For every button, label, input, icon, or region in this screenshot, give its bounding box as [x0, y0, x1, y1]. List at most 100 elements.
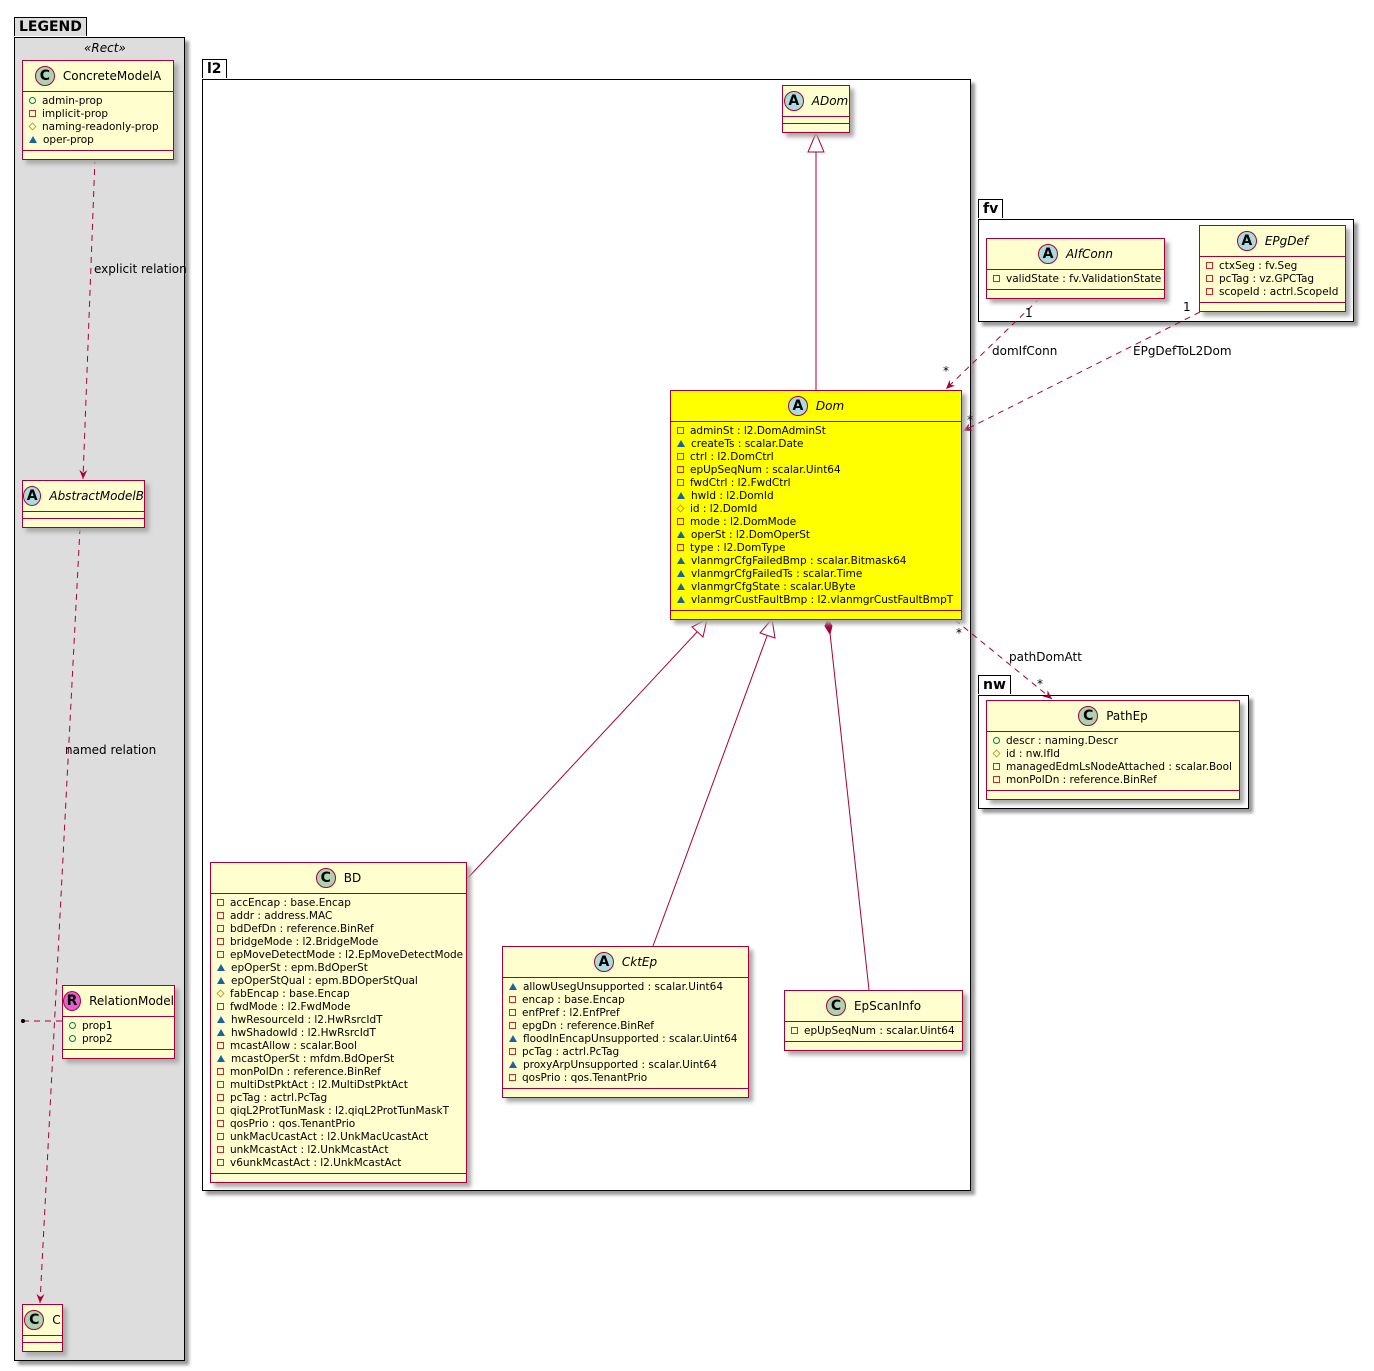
- abstract-icon: A: [1038, 244, 1059, 264]
- class-name: ConcreteModelA: [62, 69, 162, 83]
- private-visibility-icon: [993, 776, 1000, 783]
- attribute-row: managedEdmLsNodeAttached : scalar.Bool: [993, 761, 1233, 774]
- attribute-row: ctrl : l2.DomCtrl: [677, 451, 955, 464]
- attribute-row: bdDefDn : reference.BinRef: [217, 923, 460, 936]
- private-visibility-icon: [217, 1081, 224, 1088]
- attribute-row: epUpSeqNum : scalar.Uint64: [791, 1025, 956, 1038]
- attribute-row: mode : l2.DomMode: [677, 516, 955, 529]
- attribute-text: naming-readonly-prop: [42, 121, 159, 133]
- class-epscaninfo[interactable]: C EpScanInfo epUpSeqNum : scalar.Uint64: [784, 990, 963, 1051]
- package-visibility-icon: [677, 570, 685, 577]
- attribute-text: epOperSt : epm.BdOperSt: [231, 962, 368, 974]
- private-visibility-icon: [791, 1027, 798, 1034]
- package-visibility-icon: [677, 557, 685, 564]
- attribute-text: mcastOperSt : mfdm.BdOperSt: [231, 1053, 395, 1065]
- class-icon: C: [315, 868, 336, 888]
- private-visibility-icon: [217, 1003, 224, 1010]
- attribute-row: vlanmgrCfgFailedTs : scalar.Time: [677, 568, 955, 581]
- attribute-text: operSt : l2.DomOperSt: [691, 529, 811, 541]
- attribute-text: ctrl : l2.DomCtrl: [690, 451, 774, 463]
- attribute-text: vlanmgrCfgState : scalar.UByte: [691, 581, 856, 593]
- private-visibility-icon: [217, 912, 224, 919]
- attribute-row: validState : fv.ValidationState: [993, 273, 1161, 286]
- package-visibility-icon: [677, 440, 685, 447]
- attribute-text: enfPref : l2.EnfPref: [522, 1007, 620, 1019]
- attribute-text: qosPrio : qos.TenantPrio: [522, 1072, 648, 1084]
- attribute-row: admin-prop: [29, 95, 167, 108]
- attribute-row: allowUsegUnsupported : scalar.Uint64: [509, 981, 742, 994]
- private-visibility-icon: [509, 1048, 516, 1055]
- class-icon: C: [825, 996, 846, 1016]
- private-visibility-icon: [217, 1120, 224, 1127]
- protected-visibility-icon: [216, 989, 225, 998]
- class-name: Dom: [815, 399, 845, 413]
- edge-cktep-dom: [652, 635, 768, 947]
- private-visibility-icon: [217, 1133, 224, 1140]
- attribute-row: mcastOperSt : mfdm.BdOperSt: [217, 1053, 460, 1066]
- private-visibility-icon: [29, 110, 36, 117]
- class-name: AIfConn: [1066, 247, 1113, 261]
- attribute-text: floodInEncapUnsupported : scalar.Uint64: [523, 1033, 738, 1045]
- attribute-text: proxyArpUnsupported : scalar.Uint64: [523, 1059, 717, 1071]
- fv-package-tab: fv: [978, 199, 1004, 218]
- mult-epgdef-to: *: [967, 413, 973, 427]
- methods-compartment: [23, 519, 144, 527]
- attribute-text: vlanmgrCustFaultBmp : l2.vlanmgrCustFaul…: [691, 594, 954, 606]
- attribute-text: pcTag : actrl.PcTag: [522, 1046, 620, 1058]
- package-visibility-icon: [217, 977, 225, 984]
- public-visibility-icon: [69, 1035, 76, 1042]
- private-visibility-icon: [217, 1068, 224, 1075]
- attribute-row: proxyArpUnsupported : scalar.Uint64: [509, 1059, 742, 1072]
- attribute-text: multiDstPktAct : l2.MultiDstPktAct: [230, 1079, 408, 1091]
- private-visibility-icon: [217, 951, 224, 958]
- abstract-icon: A: [787, 396, 808, 416]
- methods-compartment: [1200, 303, 1345, 311]
- attribute-text: descr : naming.Descr: [1006, 735, 1118, 747]
- package-visibility-icon: [677, 596, 685, 603]
- attribute-row: unkMcastAct : l2.UnkMcastAct: [217, 1144, 460, 1157]
- attribute-row: scopeId : actrl.ScopeId: [1206, 286, 1339, 299]
- attribute-text: vlanmgrCfgFailedBmp : scalar.Bitmask64: [691, 555, 907, 567]
- attribute-row: monPolDn : reference.BinRef: [217, 1066, 460, 1079]
- private-visibility-icon: [217, 1146, 224, 1153]
- composition-diamond: [824, 617, 833, 636]
- attribute-list: [23, 512, 144, 519]
- package-visibility-icon: [509, 1061, 517, 1068]
- attribute-text: epUpSeqNum : scalar.Uint64: [804, 1025, 955, 1037]
- attribute-text: hwResourceId : l2.HwRsrcIdT: [231, 1014, 383, 1026]
- class-aifconn[interactable]: A AIfConn validState : fv.ValidationState: [986, 238, 1165, 299]
- attribute-list: [783, 117, 849, 124]
- attribute-row: id : l2.DomId: [676, 503, 955, 516]
- attribute-text: epMoveDetectMode : l2.EpMoveDetectMode: [230, 949, 464, 961]
- class-name: PathEp: [1106, 709, 1148, 723]
- attribute-text: scopeId : actrl.ScopeId: [1219, 286, 1339, 298]
- attribute-row: multiDstPktAct : l2.MultiDstPktAct: [217, 1079, 460, 1092]
- attribute-text: addr : address.MAC: [230, 910, 333, 922]
- abstract-icon: A: [23, 486, 42, 506]
- attribute-text: implicit-prop: [42, 108, 109, 120]
- legend-package: [14, 37, 185, 1361]
- class-name: EpScanInfo: [853, 999, 922, 1013]
- attribute-row: qiqL2ProtTunMask : l2.qiqL2ProtTunMaskT: [217, 1105, 460, 1118]
- label-epgdeftol2dom: EPgDefToL2Dom: [1133, 344, 1232, 358]
- class-icon: C: [24, 1310, 45, 1330]
- inherit-triangle: [807, 131, 825, 153]
- attribute-row: oper-prop: [29, 134, 167, 147]
- private-visibility-icon: [677, 479, 684, 486]
